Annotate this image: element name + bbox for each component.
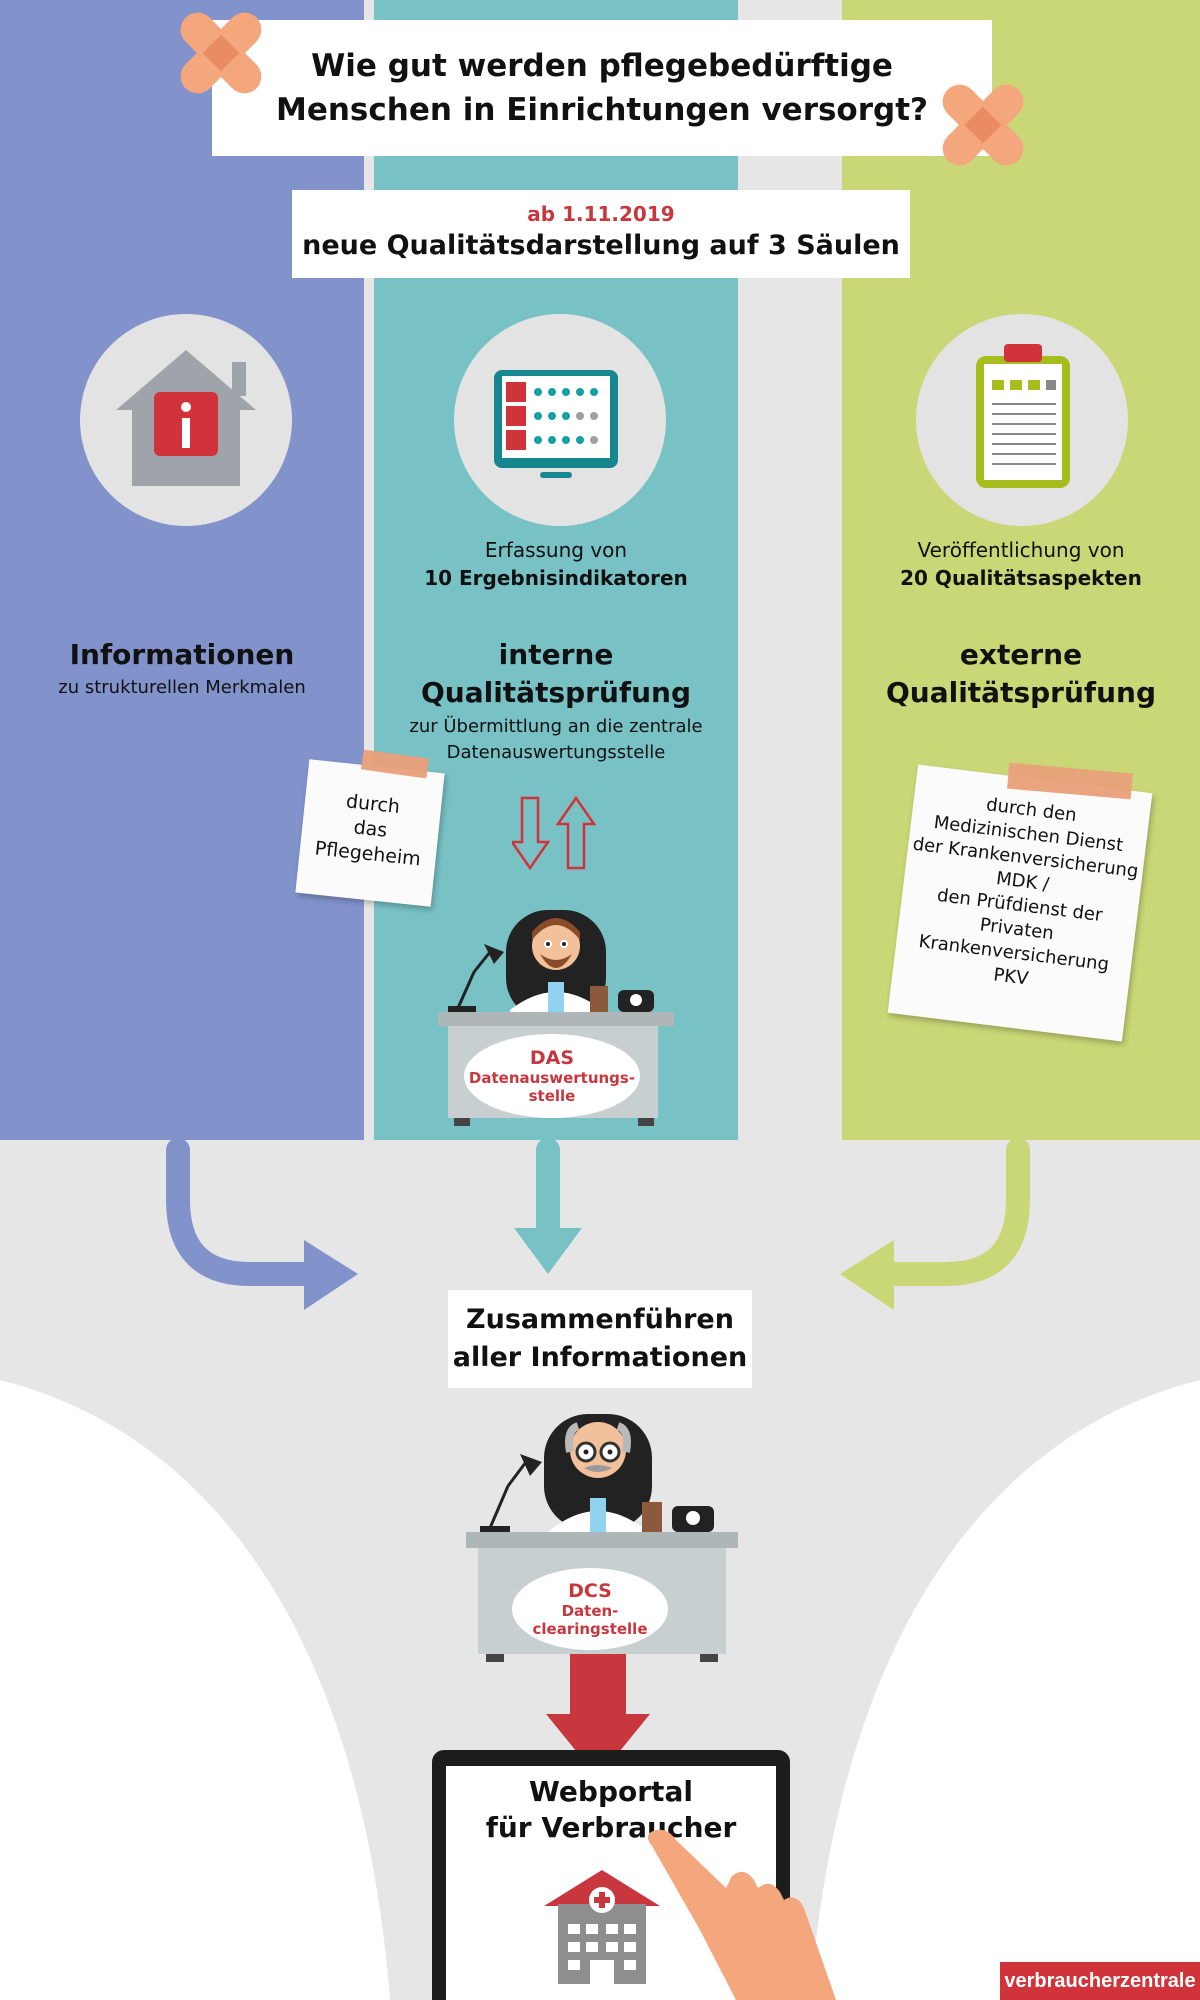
middle-heading-line-2: Qualitätsprüfung (420, 676, 692, 709)
left-heading: Informationen (69, 638, 295, 671)
subtitle-date: ab 1.11.2019 (527, 202, 675, 226)
right-label-line-1: Veröffentlichung von (917, 538, 1125, 562)
middle-sub-line-1: zur Übermittlung an die zentrale (409, 716, 703, 737)
das-title: DAS (529, 1047, 575, 1069)
dcs-line-2: clearingstelle (532, 1620, 648, 1638)
das-line-1: Datenauswertungs- (468, 1069, 636, 1087)
hospital-icon (544, 1870, 660, 1984)
portal-line-1: Webportal (529, 1775, 693, 1808)
middle-heading-line-1: interne (498, 638, 614, 671)
tablet-indicators-icon (494, 370, 618, 478)
merge-line-1: Zusammenführen (466, 1304, 734, 1335)
right-label-line-2: 20 Qualitätsaspekten (900, 566, 1142, 590)
dcs-title: DCS (568, 1580, 612, 1602)
subtitle-text: neue Qualitätsdarstellung auf 3 Säulen (302, 230, 900, 261)
dcs-line-1: Daten- (561, 1602, 619, 1620)
bandage-icon-overlay (942, 84, 1024, 166)
clipboard-icon (976, 344, 1070, 488)
down-arrow-icon (546, 1654, 650, 1778)
title-line-2: Menschen in Einrichtungen versorgt? (275, 92, 929, 128)
middle-label-line-1: Erfassung von (484, 538, 628, 562)
circle-left (80, 314, 292, 526)
note-right: durch den Medizinischen Dienst der Krank… (887, 764, 1153, 1042)
title-line-1: Wie gut werden pflegebedürftige (311, 48, 893, 84)
portal-line-2: für Verbraucher (485, 1811, 737, 1844)
das-label: DAS Datenauswertungs- stelle (464, 1034, 640, 1118)
right-heading: externe Qualitätsprüfung (842, 636, 1200, 712)
middle-subheading: zur Übermittlung an die zentrale Datenau… (374, 714, 738, 766)
merge-line-2: aller Informationen (452, 1342, 748, 1373)
left-subheading: zu strukturellen Merkmalen (58, 677, 306, 698)
flow-arrows (166, 1140, 1030, 1310)
column-left (0, 0, 364, 1140)
dcs-label: DCS Daten- clearingstelle (512, 1568, 668, 1650)
portal-title: Webportal für Verbraucher (446, 1774, 776, 1846)
note-left: durch das Pflegeheim (295, 759, 445, 907)
right-label: Veröffentlichung von 20 Qualitätsaspekte… (842, 536, 1200, 592)
circle-right (916, 314, 1128, 526)
bottom-curves (0, 1380, 1200, 2000)
merge-box: Zusammenführen aller Informationen (448, 1290, 752, 1388)
middle-label: Erfassung von 10 Ergebnisindikatoren (374, 536, 738, 592)
brand-logo: verbraucherzentrale (1000, 1962, 1200, 2000)
middle-sub-line-2: Datenauswertungsstelle (446, 742, 666, 763)
bandage-icon-overlay-left (180, 12, 262, 94)
right-heading-line-2: Qualitätsprüfung (885, 676, 1157, 709)
right-heading-line-1: externe (959, 638, 1083, 671)
page-title: Wie gut werden pflegebedürftige Menschen… (212, 20, 992, 156)
circle-middle (454, 314, 666, 526)
das-line-2: stelle (528, 1087, 576, 1105)
exchange-arrows-icon (512, 796, 596, 871)
subtitle-box: ab 1.11.2019 neue Qualitätsdarstellung a… (292, 190, 910, 278)
house-info-icon (116, 350, 256, 486)
middle-heading: interne Qualitätsprüfung (374, 636, 738, 712)
middle-label-line-2: 10 Ergebnisindikatoren (424, 566, 688, 590)
pointing-hand-icon (647, 1829, 836, 2000)
